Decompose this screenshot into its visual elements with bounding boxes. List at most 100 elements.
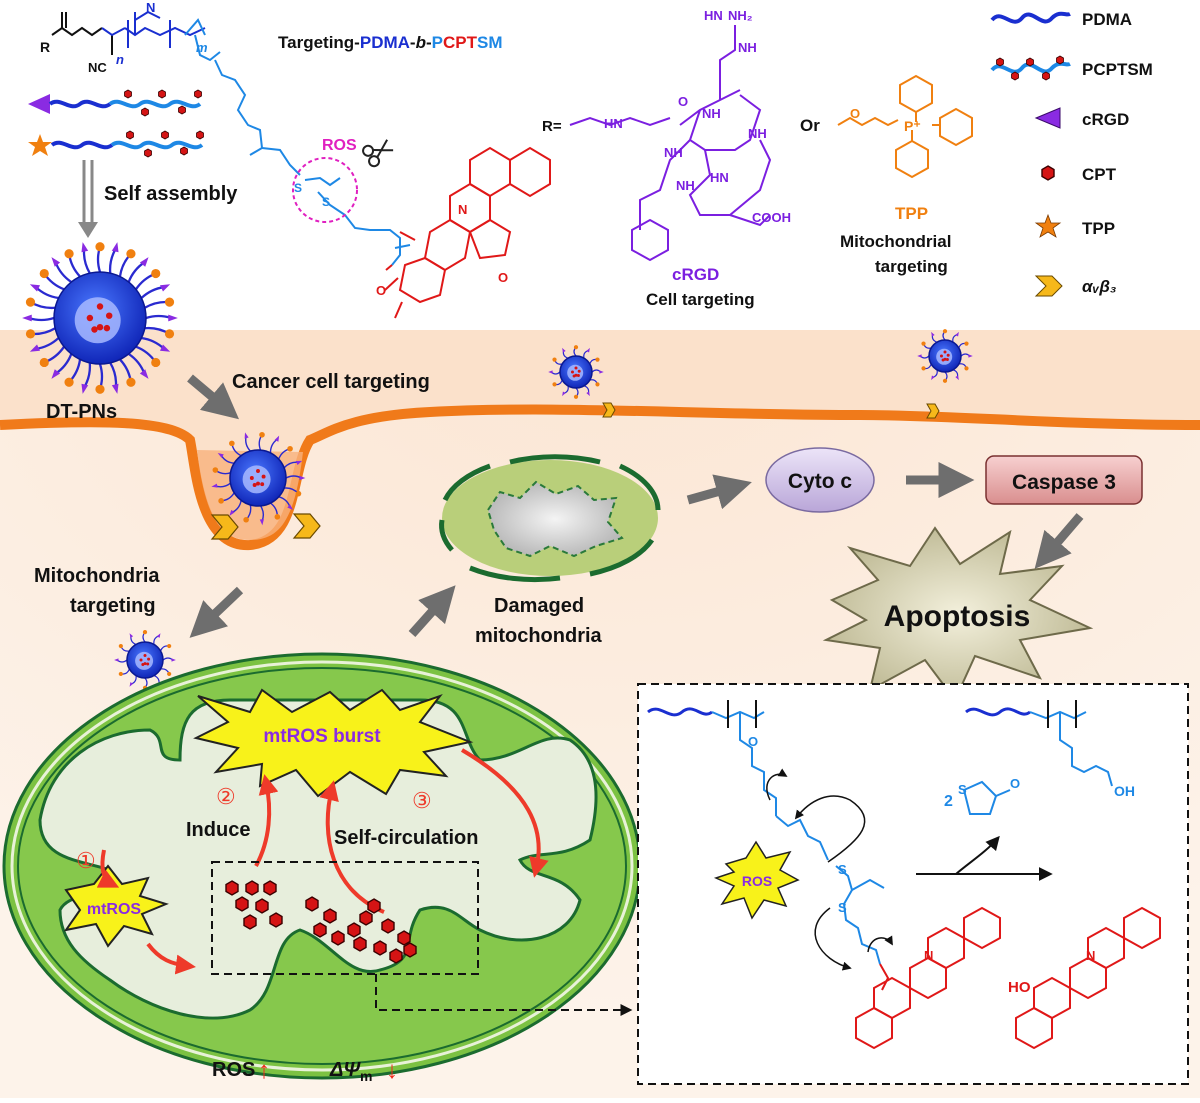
polymer-title: Targeting-PDMA-b-PCPTSM (278, 33, 503, 52)
endocytosed-nanoparticle (211, 431, 306, 526)
step-2-label: ② (216, 784, 236, 809)
mech-product-polymer (965, 700, 1113, 787)
ros-bottom-label: ROS (212, 1059, 255, 1081)
extracellular-nanoparticle (917, 329, 973, 383)
electron-arrow-2 (814, 907, 852, 971)
ros-cleavage-circle (292, 157, 358, 223)
crgd-nh-c: NH (664, 145, 683, 160)
mito-targeting-label-1: Mitochondria (34, 565, 160, 587)
avb3-receptor (292, 513, 321, 539)
mech-cpt-product (1015, 906, 1161, 1050)
amide-n-label: N (146, 0, 155, 15)
mechanism-inset (637, 683, 1189, 1085)
damaged-label-2: mitochondria (475, 625, 603, 647)
cancer-targeting-label: Cancer cell targeting (232, 371, 430, 393)
legend-label: αᵥβ₃ (1082, 277, 1117, 296)
cell-membrane (0, 404, 1200, 551)
camptothecin-structure (384, 146, 551, 319)
nitrile-label: NC (88, 60, 107, 75)
cpt-o-label-2: O (498, 270, 508, 285)
to-damaged-arrow (408, 585, 456, 638)
delta-psi-label: ΔΨm (329, 1059, 372, 1084)
tpp-desc-1: Mitochondrial (840, 232, 951, 251)
cpt-molecule (373, 940, 387, 956)
product-oh-label: OH (1114, 783, 1135, 799)
cpt-molecule (263, 880, 277, 896)
tpp-end-icon (28, 134, 52, 156)
to-nanoparticle-arrow (146, 942, 196, 975)
cpt-molecule (235, 896, 249, 912)
byproduct-o-label: O (1010, 776, 1020, 791)
cpt-molecule (245, 880, 259, 896)
cyto-c-label: Cyto c (788, 470, 853, 493)
cpt-molecule (323, 908, 337, 924)
crgd-structure (569, 25, 772, 262)
apoptosis-label: Apoptosis (884, 600, 1031, 633)
apoptosis-burst (822, 526, 1094, 702)
crgd-hn-e: HN (710, 170, 729, 185)
n-subscript: n (116, 52, 124, 67)
step-3-label: ③ (412, 788, 432, 813)
extracellular-nanoparticle (548, 345, 604, 399)
guanidine-label: HN NH₂ (704, 8, 753, 23)
psi-down-arrow: ↓ (386, 1057, 398, 1084)
mech-cpt-n-label-2: N (1086, 948, 1095, 963)
cpt-molecule (403, 942, 417, 958)
caspase-3-node (985, 455, 1143, 505)
crgd-cooh: COOH (752, 210, 791, 225)
avb3-receptor (210, 514, 239, 540)
yellow-chevron-icon (1034, 275, 1063, 297)
byproduct-s-label: S (958, 782, 967, 797)
cpt-molecule (347, 922, 361, 938)
m-subscript: m (196, 40, 208, 55)
damaged-label-1: Damaged (494, 595, 584, 617)
cpt-molecule (397, 930, 411, 946)
crgd-nh-d: NH (676, 178, 695, 193)
step-1-label: ① (76, 848, 96, 873)
cpt-molecule (389, 948, 403, 964)
avb3-receptor (602, 402, 616, 418)
mtros-burst (193, 688, 474, 798)
tpp-structure (837, 74, 973, 179)
cpt-molecule (269, 912, 283, 928)
scissors-icon (362, 139, 394, 168)
sulfur-label-2: S (322, 195, 330, 209)
purple-triangle-icon (1034, 107, 1061, 129)
mechanism-reactant (647, 700, 890, 991)
sulfur-label-1: S (294, 181, 302, 195)
cpt-molecule (225, 880, 239, 896)
electron-arrow-1 (794, 795, 866, 863)
tpp-o-label: O (850, 106, 860, 121)
self-assembly-label: Self assembly (104, 183, 238, 205)
crgd-o-label: O (678, 94, 688, 109)
self-assembly-arrowhead (78, 222, 98, 238)
legend: PDMA PCPTSM cRGD CPT TPP αᵥβ₃ (990, 10, 1153, 297)
ros-cleavage-label: ROS (322, 137, 357, 154)
legend-label: cRGD (1082, 110, 1129, 129)
crgd-hn-left: HN (604, 116, 623, 131)
mito-targeting-arrow (189, 586, 244, 638)
mech-ros-label: ROS (742, 873, 772, 889)
mtros-burst-label: mtROS burst (263, 726, 381, 747)
cpt-n-label: N (458, 202, 467, 217)
caspase-label: Caspase 3 (1012, 471, 1116, 494)
induce-label: Induce (186, 819, 250, 841)
to-apoptosis-arrow (1034, 513, 1084, 569)
orange-star-icon (1034, 213, 1062, 238)
to-cytoc-arrow (686, 474, 752, 510)
cpt-molecule (331, 930, 345, 946)
red-hexagon-icon (1041, 165, 1055, 181)
extracellular-region (0, 330, 1200, 546)
crgd-nh-a: NH (702, 106, 721, 121)
cpt-o-label: O (376, 283, 386, 298)
mech-cpt-n-label: N (924, 948, 933, 963)
or-label: Or (800, 116, 820, 135)
legend-label: CPT (1082, 165, 1117, 184)
cpt-molecule (381, 918, 395, 934)
zoom-region-box (211, 861, 479, 975)
cpt-molecule (243, 914, 257, 930)
free-polymer-chains (28, 89, 204, 158)
dt-pn-nanoparticle (22, 242, 178, 394)
